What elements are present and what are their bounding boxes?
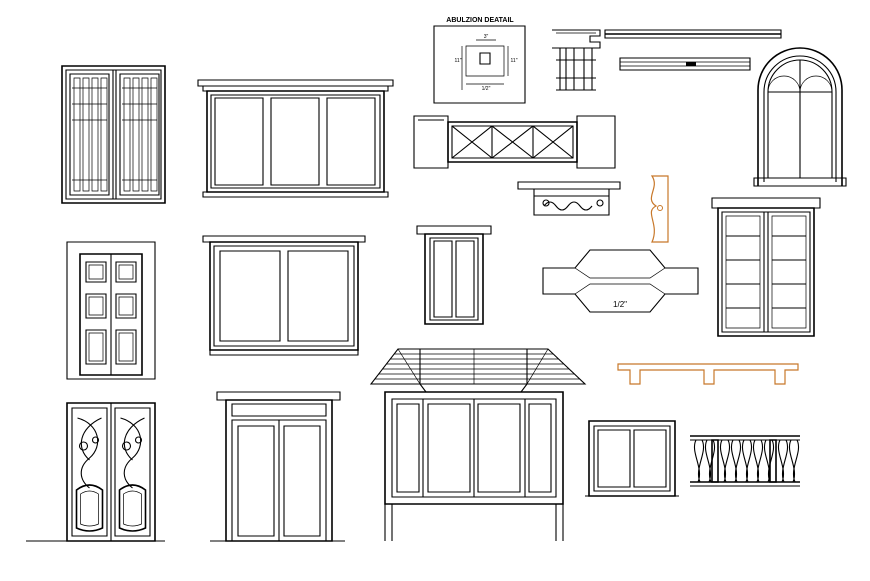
baluster-curve bbox=[746, 440, 751, 482]
door-ornament bbox=[121, 418, 141, 488]
door-panel-inner bbox=[119, 265, 133, 279]
roof-hip bbox=[398, 349, 420, 384]
baluster-curve bbox=[768, 440, 773, 482]
moulding-profiles bbox=[552, 30, 781, 90]
door-panel-inner bbox=[119, 333, 133, 361]
baluster-curve bbox=[709, 440, 714, 482]
baluster-curve bbox=[724, 440, 729, 482]
door-ornament bbox=[77, 485, 103, 531]
door-panel-inner bbox=[89, 265, 103, 279]
window-pane bbox=[772, 216, 806, 328]
detail-title: ABULZION DEATAIL bbox=[446, 17, 514, 24]
door-ornament bbox=[93, 437, 99, 443]
door-ornament bbox=[120, 485, 146, 531]
door-ornament bbox=[136, 437, 142, 443]
door-bar bbox=[151, 78, 157, 191]
bay-window bbox=[371, 349, 585, 541]
door-ornament bbox=[78, 418, 98, 488]
shelf-profile bbox=[618, 364, 798, 384]
grid-double-door bbox=[62, 66, 165, 203]
profile-dimension: 1/2" bbox=[613, 300, 627, 309]
door-panel-inner bbox=[119, 297, 133, 315]
baluster-railing bbox=[690, 436, 800, 486]
door-leaf bbox=[120, 74, 159, 195]
door-bar bbox=[133, 78, 139, 191]
ornate-double-door bbox=[26, 403, 165, 541]
x-railing bbox=[414, 116, 615, 168]
door-bar bbox=[92, 78, 98, 191]
french-window bbox=[712, 198, 820, 336]
door-panel bbox=[86, 330, 106, 364]
door-panel bbox=[86, 294, 106, 318]
door-bar bbox=[124, 78, 130, 191]
ornamental-rail bbox=[518, 182, 620, 215]
moulding-section: 1/2" bbox=[543, 250, 698, 312]
detail-drawing: ABULZION DEATAIL 3" 11" 11" 1/2" bbox=[434, 17, 525, 103]
door-bar bbox=[74, 78, 80, 191]
door-ornament bbox=[81, 418, 101, 460]
roof-hip bbox=[527, 349, 548, 384]
dim-label: 11" bbox=[455, 58, 462, 64]
door-ornament bbox=[124, 491, 142, 526]
door-ornament bbox=[80, 442, 88, 450]
door-panel bbox=[86, 262, 106, 282]
door-ornament bbox=[123, 442, 131, 450]
three-pane-window bbox=[198, 80, 393, 197]
small-double-window bbox=[585, 421, 679, 496]
door-ornament bbox=[81, 491, 99, 526]
door-panel bbox=[116, 330, 136, 364]
dim-label: 3" bbox=[484, 34, 489, 40]
door-panel bbox=[116, 262, 136, 282]
door-panel-inner bbox=[89, 333, 103, 361]
door-bar bbox=[101, 78, 107, 191]
baluster-curve bbox=[757, 440, 762, 482]
six-panel-door bbox=[67, 242, 155, 379]
baluster-curve bbox=[698, 440, 703, 482]
door-panel bbox=[116, 294, 136, 318]
door-ornament bbox=[124, 418, 144, 460]
dim-label: 11" bbox=[511, 58, 518, 64]
two-pane-window bbox=[203, 236, 365, 355]
baluster-curve bbox=[793, 440, 798, 482]
handle-profile bbox=[651, 176, 668, 242]
baluster-curve bbox=[735, 440, 740, 482]
door-bar bbox=[142, 78, 148, 191]
window-pane bbox=[726, 216, 760, 328]
dim-label: 1/2" bbox=[482, 86, 491, 92]
arched-window bbox=[754, 48, 846, 186]
glass-door-transom bbox=[210, 392, 345, 541]
door-bar bbox=[83, 78, 89, 191]
baluster-curve bbox=[782, 440, 787, 482]
narrow-window bbox=[417, 226, 491, 324]
door-leaf bbox=[70, 74, 109, 195]
door-panel-inner bbox=[89, 297, 103, 315]
